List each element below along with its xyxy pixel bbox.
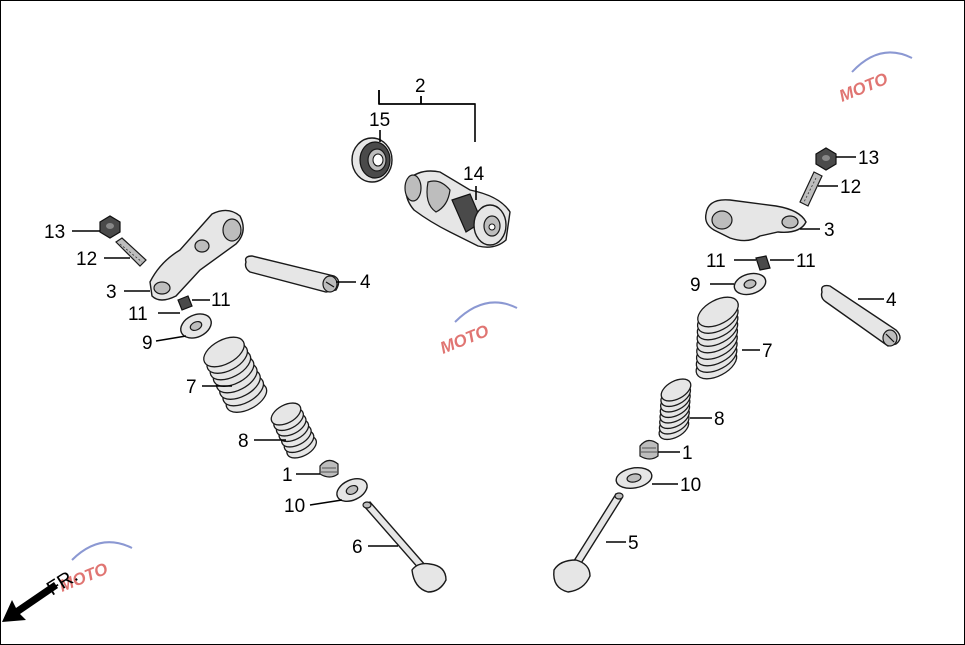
right-adjuster-12 <box>799 171 823 207</box>
right-valve-5 <box>553 492 624 593</box>
left-callout-13: 13 <box>44 222 65 243</box>
right-outer-spring-7 <box>695 296 739 380</box>
right-shaft-4 <box>820 284 901 347</box>
front-direction-arrow-icon <box>2 582 58 622</box>
left-adjuster-12 <box>115 237 147 267</box>
spring-coil <box>270 402 302 426</box>
callout-15: 15 <box>369 110 390 131</box>
callout-14: 14 <box>463 164 485 185</box>
right-callout-9: 9 <box>690 275 701 296</box>
right-callout-7: 7 <box>762 341 773 362</box>
left-nut-13 <box>99 215 121 239</box>
camshaft-14 <box>404 170 511 248</box>
right-seat-10 <box>615 466 653 490</box>
bearing-15 <box>351 137 393 183</box>
left-callout-4: 4 <box>360 272 371 293</box>
left-outer-spring-7 <box>203 336 268 413</box>
right-callout-11b: 11 <box>796 251 816 272</box>
left-callout-8: 8 <box>238 431 249 452</box>
right-callout-11a: 11 <box>706 251 726 272</box>
left-callout-11b: 11 <box>128 304 148 325</box>
spring-coil <box>203 336 245 368</box>
left-callout-6: 6 <box>352 537 363 558</box>
left-valve-6 <box>362 501 447 593</box>
left-inner-spring-8 <box>270 402 317 459</box>
right-cotter-1 <box>639 439 659 460</box>
right-callout-3: 3 <box>824 220 835 241</box>
right-callout-4: 4 <box>886 290 897 311</box>
right-callout-10: 10 <box>680 475 701 496</box>
callout-2: 2 <box>415 76 426 97</box>
left-retainer-9 <box>180 313 212 339</box>
spring-coil <box>660 378 692 402</box>
right-callout-13: 13 <box>858 148 879 169</box>
watermark-text: MOTO <box>437 321 491 358</box>
spring-coil <box>697 296 739 328</box>
watermark-top-right: MOTO <box>836 51 913 106</box>
right-callout-1: 1 <box>682 443 693 464</box>
right-nut-11 <box>755 255 771 271</box>
left-nut-11 <box>177 295 193 311</box>
left-seat-10 <box>336 477 368 503</box>
left-callout-10: 10 <box>284 496 305 517</box>
watermark-text: MOTO <box>836 69 890 106</box>
left-callout-12: 12 <box>76 249 97 270</box>
right-callout-5: 5 <box>628 533 639 554</box>
left-leader-10 <box>309 499 343 506</box>
right-retainer-9 <box>733 272 767 296</box>
watermark-center: MOTO <box>437 301 518 358</box>
left-cotter-1 <box>319 459 339 478</box>
right-rocker-arm-3 <box>704 199 807 242</box>
right-callout-8: 8 <box>714 409 725 430</box>
left-callout-3: 3 <box>106 282 117 303</box>
left-leader-9 <box>155 335 187 342</box>
left-callout-7: 7 <box>186 377 197 398</box>
bracket-2 <box>378 90 476 142</box>
right-inner-spring-8 <box>658 378 692 441</box>
left-callout-11a: 11 <box>211 290 231 311</box>
right-callout-12: 12 <box>840 177 861 198</box>
left-rocker-arm-3 <box>149 209 244 301</box>
left-shaft-4 <box>244 255 340 293</box>
right-nut-13 <box>815 147 837 171</box>
left-callout-9: 9 <box>142 333 153 354</box>
left-callout-1: 1 <box>282 465 293 486</box>
